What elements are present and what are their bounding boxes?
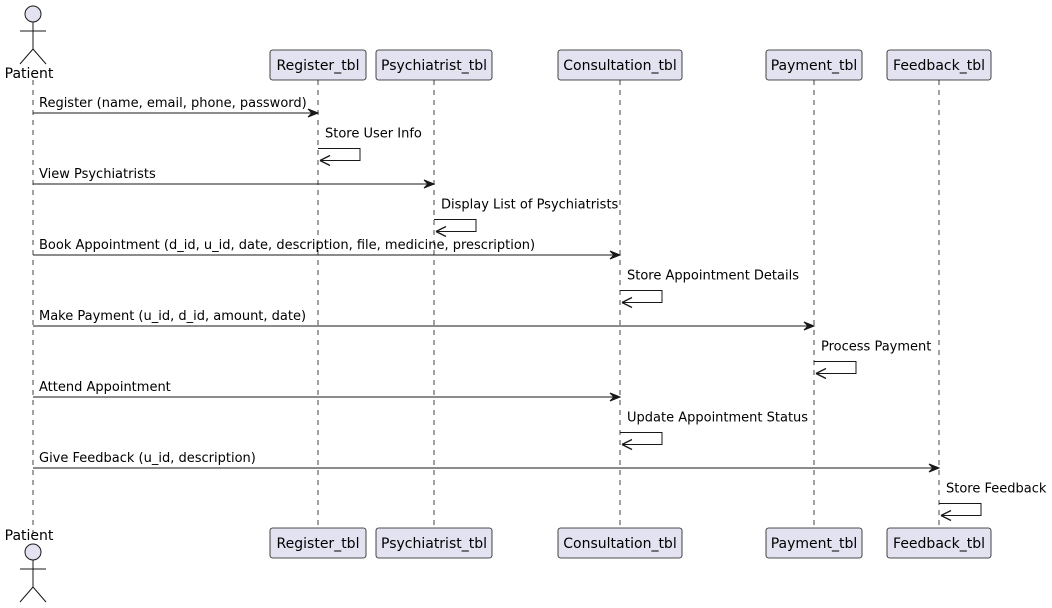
participant-label: Payment_tbl bbox=[771, 58, 858, 74]
actor-bottom: Patient bbox=[5, 528, 54, 603]
arrowhead bbox=[803, 321, 816, 331]
actor-leg-left bbox=[19, 586, 34, 603]
participant-boxes: Register_tblRegister_tblPsychiatrist_tbl… bbox=[269, 49, 992, 559]
actor-leg-left bbox=[19, 48, 34, 65]
participant-box bbox=[886, 49, 992, 81]
lifelines bbox=[32, 80, 940, 534]
participant-feedback-bottom: Feedback_tbl bbox=[886, 527, 992, 559]
message-9: Attend Appointment bbox=[33, 380, 622, 402]
message-7: Make Payment (u_id, d_id, amount, date) bbox=[33, 309, 816, 331]
message-label: Update Appointment Status bbox=[627, 411, 808, 426]
actor-head-icon bbox=[24, 543, 42, 561]
message-3: View Psychiatrists bbox=[33, 167, 436, 189]
arrowhead bbox=[609, 250, 622, 260]
arrowhead bbox=[319, 154, 331, 167]
participant-box bbox=[765, 527, 863, 559]
message-label: Store Appointment Details bbox=[627, 269, 799, 284]
message-4: Display List of Psychiatrists bbox=[434, 198, 619, 238]
participant-box bbox=[557, 527, 683, 559]
participant-label: Register_tbl bbox=[277, 58, 360, 74]
participant-label: Payment_tbl bbox=[771, 536, 858, 552]
arrowhead bbox=[621, 296, 633, 309]
arrowhead bbox=[609, 392, 622, 402]
participant-psychiatrist-bottom: Psychiatrist_tbl bbox=[375, 527, 493, 559]
participant-label: Psychiatrist_tbl bbox=[381, 536, 487, 552]
participant-label: Feedback_tbl bbox=[893, 58, 985, 74]
participant-register-top: Register_tbl bbox=[269, 49, 367, 81]
arrowhead bbox=[307, 108, 320, 118]
message-label: Make Payment (u_id, d_id, amount, date) bbox=[39, 309, 306, 324]
message-12: Store Feedback bbox=[939, 482, 1047, 522]
actor-label: Patient bbox=[5, 528, 54, 544]
participant-box bbox=[886, 527, 992, 559]
participant-label: Psychiatrist_tbl bbox=[381, 58, 487, 74]
participant-box bbox=[269, 527, 367, 559]
participant-payment-bottom: Payment_tbl bbox=[765, 527, 863, 559]
arrowhead bbox=[815, 367, 827, 380]
participant-payment-top: Payment_tbl bbox=[765, 49, 863, 81]
message-label: Store Feedback bbox=[946, 482, 1047, 497]
arrowhead bbox=[621, 438, 633, 451]
arrowhead bbox=[435, 225, 447, 238]
participant-label: Consultation_tbl bbox=[563, 536, 676, 552]
message-2: Store User Info bbox=[318, 127, 422, 167]
participant-label: Feedback_tbl bbox=[893, 536, 985, 552]
message-1: Register (name, email, phone, password) bbox=[33, 96, 320, 118]
participant-box bbox=[765, 49, 863, 81]
arrowhead bbox=[423, 179, 436, 189]
self-message-line bbox=[620, 432, 663, 445]
message-6: Store Appointment Details bbox=[620, 269, 799, 309]
actor-leg-right bbox=[32, 586, 47, 603]
self-message-line bbox=[620, 290, 663, 303]
message-label: Book Appointment (d_id, u_id, date, desc… bbox=[39, 238, 535, 253]
actor-label: Patient bbox=[5, 66, 54, 82]
participant-consultation-top: Consultation_tbl bbox=[557, 49, 683, 81]
message-label: Register (name, email, phone, password) bbox=[39, 96, 307, 111]
message-label: Display List of Psychiatrists bbox=[441, 198, 619, 213]
participant-register-bottom: Register_tbl bbox=[269, 527, 367, 559]
message-label: View Psychiatrists bbox=[39, 167, 156, 182]
arrowhead bbox=[928, 463, 941, 473]
participant-box bbox=[557, 49, 683, 81]
self-message-line bbox=[318, 148, 361, 161]
message-10: Update Appointment Status bbox=[620, 411, 808, 451]
participant-box bbox=[375, 527, 493, 559]
arrowhead bbox=[940, 509, 952, 522]
self-message-line bbox=[434, 219, 477, 232]
message-8: Process Payment bbox=[814, 340, 931, 380]
self-message-line bbox=[814, 361, 857, 374]
messages: Register (name, email, phone, password) S… bbox=[33, 96, 1047, 522]
actor-leg-right bbox=[32, 48, 47, 65]
actor-top: Patient bbox=[5, 5, 54, 82]
participant-label: Consultation_tbl bbox=[563, 58, 676, 74]
message-label: Give Feedback (u_id, description) bbox=[39, 451, 256, 466]
message-label: Attend Appointment bbox=[39, 380, 171, 395]
self-message-line bbox=[939, 503, 982, 516]
message-5: Book Appointment (d_id, u_id, date, desc… bbox=[33, 238, 622, 260]
participant-psychiatrist-top: Psychiatrist_tbl bbox=[375, 49, 493, 81]
actor-head-icon bbox=[24, 5, 42, 23]
message-label: Store User Info bbox=[325, 127, 422, 142]
participant-feedback-top: Feedback_tbl bbox=[886, 49, 992, 81]
message-11: Give Feedback (u_id, description) bbox=[33, 451, 941, 473]
message-label: Process Payment bbox=[821, 340, 931, 355]
participant-box bbox=[269, 49, 367, 81]
participant-label: Register_tbl bbox=[277, 536, 360, 552]
participant-box bbox=[375, 49, 493, 81]
participant-consultation-bottom: Consultation_tbl bbox=[557, 527, 683, 559]
